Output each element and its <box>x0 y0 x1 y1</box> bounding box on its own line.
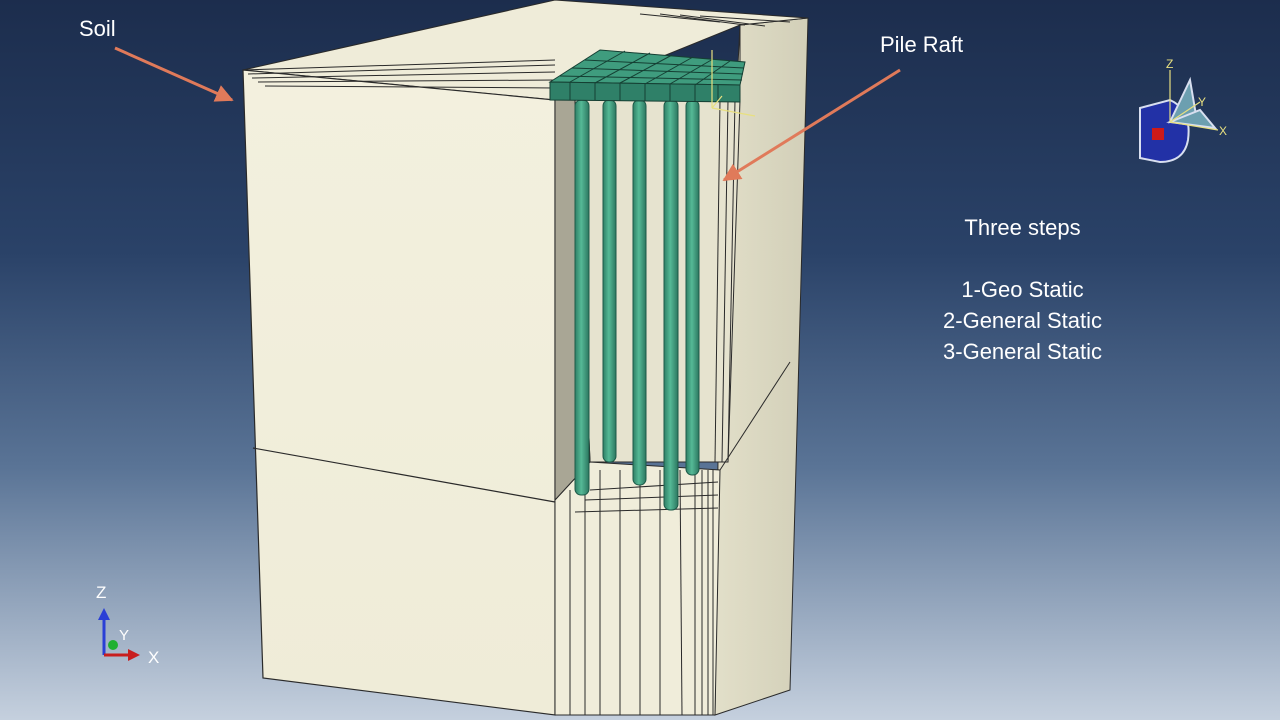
soil-lower-mesh-lines <box>569 469 719 716</box>
soil-top-mesh-lines <box>242 13 791 100</box>
soil-block[interactable] <box>242 0 809 716</box>
pile-raft-arrow <box>722 68 901 182</box>
soil-arrow <box>114 46 234 102</box>
svg-text:Z: Z <box>1166 57 1173 71</box>
soil-side-seam <box>719 361 791 471</box>
pile-1[interactable] <box>574 99 590 496</box>
steps-heading: Three steps <box>964 215 1081 240</box>
svg-text:X: X <box>1219 124 1227 138</box>
raft[interactable] <box>548 49 756 117</box>
triad-y-label: Y <box>119 627 129 644</box>
step-item-1: 1-Geo Static <box>961 277 1084 302</box>
pile-3[interactable] <box>632 99 647 486</box>
svg-text:Y: Y <box>1198 95 1206 109</box>
triad-z-label: Z <box>96 583 106 602</box>
raft-local-axis-icon <box>711 50 756 117</box>
pile-raft-label: Pile Raft <box>880 32 964 57</box>
soil-front-face <box>242 69 556 716</box>
axis-triad-icon: Z Y X <box>96 583 159 667</box>
piles[interactable] <box>574 99 700 511</box>
triad-x-label: X <box>148 648 159 667</box>
step-item-2: 2-General Static <box>943 308 1102 333</box>
pile-2[interactable] <box>602 99 617 463</box>
view-cube-icon[interactable]: Z Y X <box>1139 57 1227 164</box>
soil-seam <box>252 447 556 503</box>
pile-4[interactable] <box>663 99 679 511</box>
steps-annotation: Three steps 1-Geo Static 2-General Stati… <box>905 212 1140 367</box>
step-item-3: 3-General Static <box>943 339 1102 364</box>
soil-label: Soil <box>79 16 116 41</box>
pile-5[interactable] <box>685 99 700 476</box>
